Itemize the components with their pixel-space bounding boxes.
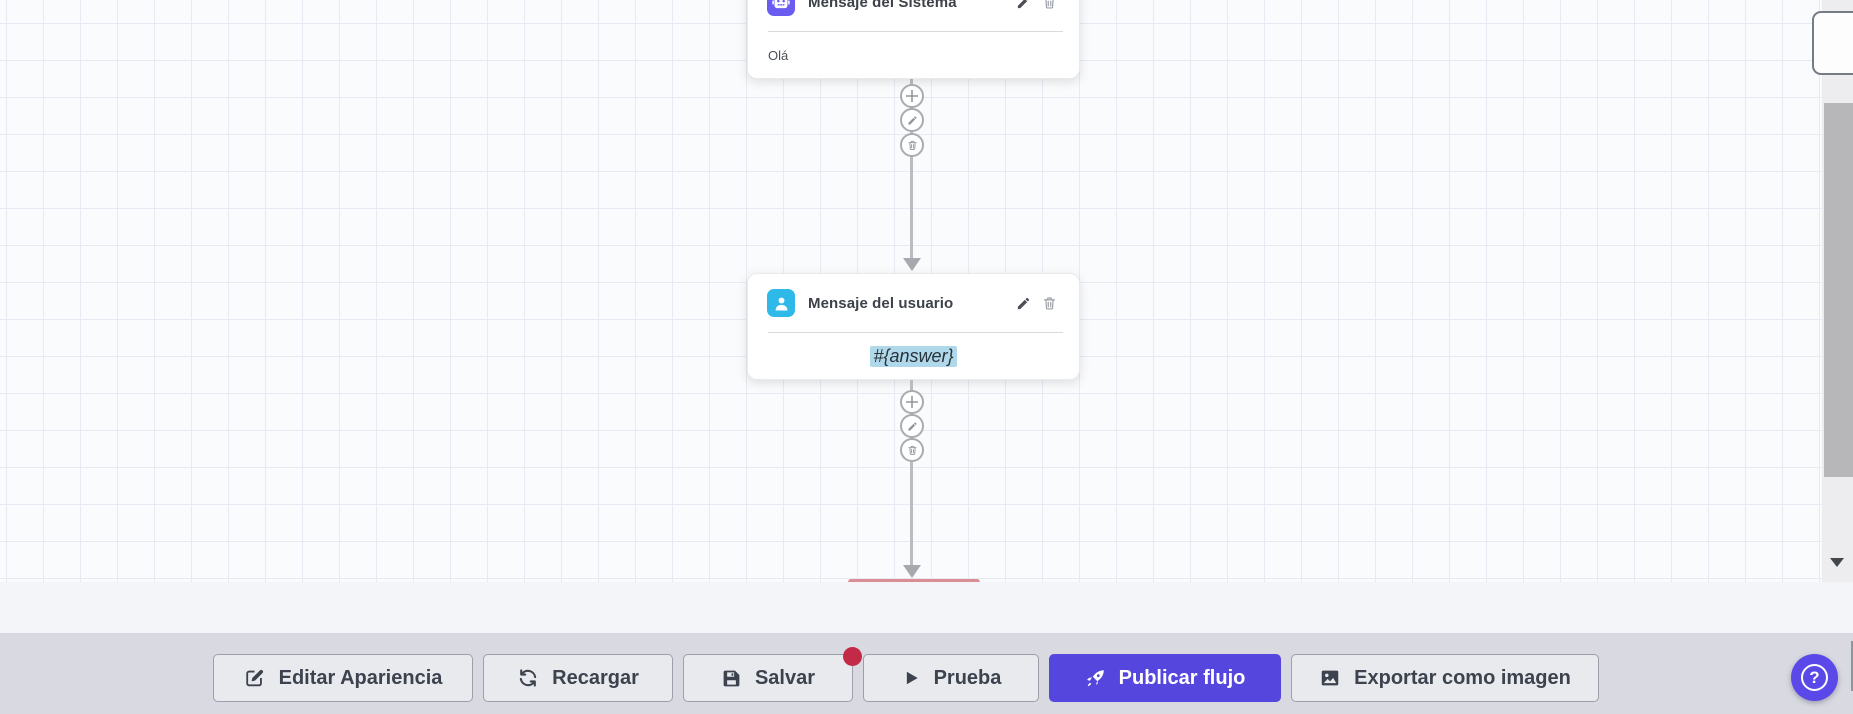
rocket-icon [1086, 669, 1104, 686]
node-divider [768, 31, 1063, 32]
node-title: Mensaje del Sistema [808, 0, 957, 11]
delete-node-icon[interactable] [1042, 0, 1057, 10]
flow-canvas[interactable]: Mensaje del Sistema [0, 0, 1853, 582]
node-header: Mensaje del usuario [748, 274, 1079, 332]
connector-arrowhead [903, 565, 921, 578]
edit-node-icon[interactable] [1016, 0, 1031, 10]
user-icon [767, 289, 795, 317]
image-icon [1321, 670, 1339, 686]
save-button[interactable]: Salvar [683, 654, 853, 702]
scroll-down-arrow-icon[interactable] [1830, 558, 1844, 567]
connector-line [910, 79, 913, 259]
connector-line [910, 380, 913, 565]
edit-connection-button[interactable] [900, 108, 924, 132]
minimap-panel [1812, 11, 1853, 75]
edit-appearance-button[interactable]: Editar Apariencia [213, 654, 473, 702]
test-button[interactable]: Prueba [863, 654, 1039, 702]
question-mark-icon: ? [1801, 664, 1828, 691]
export-image-button[interactable]: Exportar como imagen [1291, 654, 1599, 702]
node-user-message[interactable]: Mensaje del usuario [747, 273, 1080, 380]
edit-square-icon [245, 669, 263, 687]
button-label: Recargar [552, 666, 639, 689]
clipped-next-node [848, 579, 980, 582]
refresh-icon [519, 669, 537, 687]
delete-connection-button[interactable] [900, 438, 924, 462]
button-label: Prueba [933, 666, 1002, 689]
button-label: Salvar [754, 666, 816, 689]
node-header: Mensaje del Sistema [748, 0, 1079, 31]
publish-flow-button[interactable]: Publicar flujo [1049, 654, 1281, 702]
delete-node-icon[interactable] [1042, 295, 1057, 311]
delete-connection-button[interactable] [900, 133, 924, 157]
help-label: ? [1809, 668, 1820, 687]
canvas-footer-spacer [0, 582, 1853, 633]
reload-button[interactable]: Recargar [483, 654, 673, 702]
robot-icon [767, 0, 795, 16]
add-node-button[interactable] [900, 390, 924, 414]
add-node-button[interactable] [900, 84, 924, 108]
help-button[interactable]: ? [1791, 654, 1838, 701]
node-divider [768, 332, 1063, 333]
window-edge-divider [1851, 641, 1853, 691]
edit-node-icon[interactable] [1016, 296, 1031, 311]
button-label: Exportar como imagen [1354, 666, 1571, 689]
node-title: Mensaje del usuario [808, 294, 954, 312]
bottom-toolbar: Editar Apariencia Recargar Salvar [0, 633, 1853, 714]
node-system-message[interactable]: Mensaje del Sistema [747, 0, 1080, 79]
edit-connection-button[interactable] [900, 414, 924, 438]
button-label: Publicar flujo [1118, 666, 1246, 689]
variable-chip[interactable]: #{answer} [870, 346, 957, 367]
save-icon [723, 670, 740, 686]
node-content: Olá [768, 48, 789, 63]
play-icon [906, 671, 918, 685]
vertical-scrollbar-thumb[interactable] [1824, 103, 1853, 477]
button-label: Editar Apariencia [278, 666, 443, 689]
unsaved-changes-badge [843, 647, 862, 666]
connector-arrowhead [903, 258, 921, 271]
